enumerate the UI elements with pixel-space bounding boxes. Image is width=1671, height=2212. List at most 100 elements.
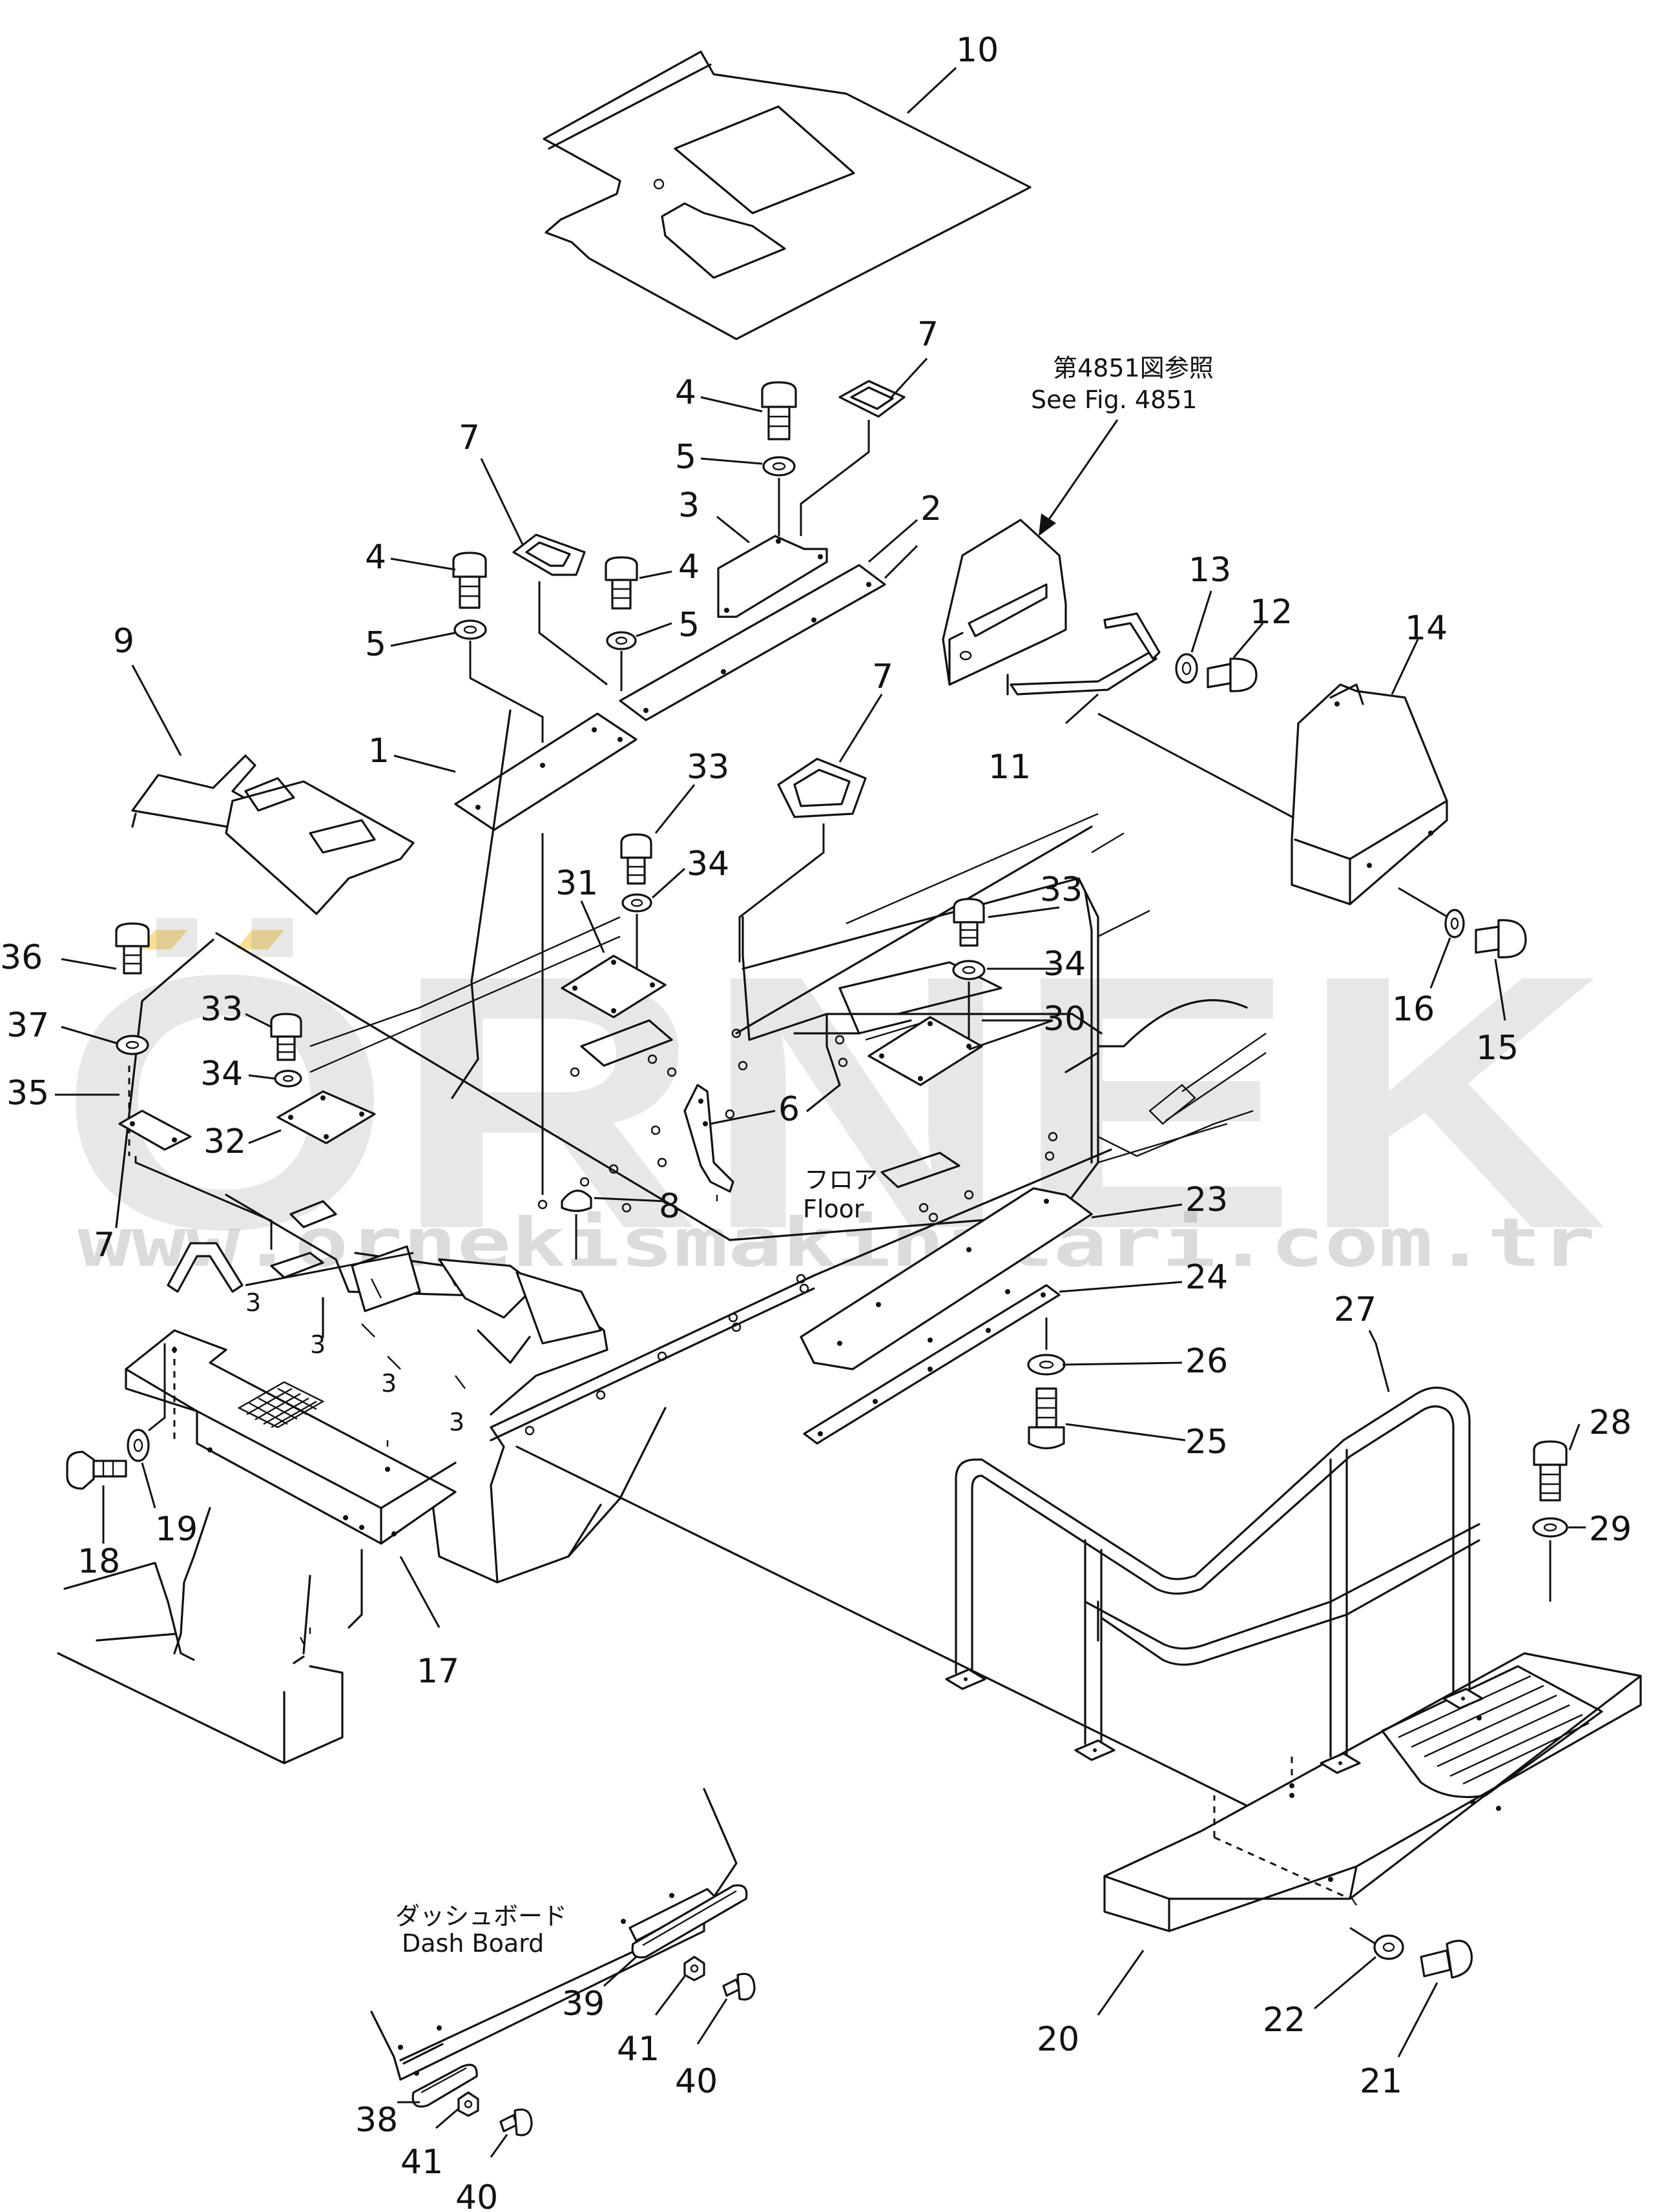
bolt-18 <box>66 1451 127 1490</box>
see-fig-arrowhead <box>1039 513 1056 536</box>
dash-note-en: Dash Board <box>402 1929 544 1958</box>
bolt-4-top <box>761 381 797 440</box>
callout-7-top: 7 <box>917 315 939 354</box>
part-35-plate <box>118 1110 273 1250</box>
washer-34-left <box>274 1070 302 1088</box>
callout-15: 15 <box>1476 1029 1519 1068</box>
mark-3d: 3 <box>449 1408 464 1436</box>
washer-34-right <box>952 960 986 980</box>
bolt-12 <box>1207 657 1258 692</box>
callout-leaders <box>55 67 1586 2158</box>
callout-5-left: 5 <box>365 625 386 664</box>
callout-18: 18 <box>78 1542 120 1581</box>
callout-40-upper: 40 <box>675 2062 718 2101</box>
washer-19 <box>127 1429 150 1462</box>
callout-33-upper: 33 <box>687 748 729 787</box>
part-39-reflector <box>631 1884 748 1959</box>
callout-34-left: 34 <box>200 1055 243 1093</box>
part-31-cover-plate <box>561 955 667 1018</box>
part-6-bracket <box>683 1084 734 1201</box>
callout-41-upper: 41 <box>617 2030 659 2069</box>
part-7-gasket-bottom <box>167 1242 414 1293</box>
bolt-15 <box>1475 919 1527 958</box>
nut-41-b <box>457 2091 479 2117</box>
part-30-cover-plate <box>867 1016 983 1086</box>
callout-33-left: 33 <box>200 990 243 1029</box>
callout-22: 22 <box>1263 2001 1305 2040</box>
callout-41-lower: 41 <box>400 2143 443 2182</box>
bolt-33-left <box>270 1013 302 1061</box>
callout-36: 36 <box>0 938 43 977</box>
callout-3: 3 <box>678 486 700 525</box>
step-mesh <box>237 1381 325 1429</box>
callout-13: 13 <box>1188 551 1231 590</box>
callout-29: 29 <box>1589 1510 1632 1549</box>
dash-note-jp: ダッシュボード <box>395 1902 567 1930</box>
mark-3a: 3 <box>245 1288 261 1317</box>
callout-37: 37 <box>6 1006 49 1045</box>
part-8-plug <box>561 1190 592 1259</box>
part-10-floor-mat <box>543 50 1032 340</box>
see-fig-en: See Fig. 4851 <box>1031 386 1198 414</box>
callout-40-lower: 40 <box>455 2178 498 2212</box>
callout-4-left: 4 <box>365 538 386 577</box>
callout-7-bottom: 7 <box>94 1226 115 1265</box>
floor-note-en: Floor <box>803 1195 864 1223</box>
callout-34-upper: 34 <box>687 845 729 884</box>
bolt-36 <box>115 922 150 975</box>
part-32-cover-plate <box>276 1090 376 1144</box>
part-20-step <box>1103 1652 1642 1932</box>
bolt-25 <box>1028 1387 1065 1450</box>
washer-37 <box>116 1035 149 1055</box>
washer-5-top <box>762 456 796 477</box>
watermark-accent-left <box>139 930 187 949</box>
see-fig-note: 第4851図参照 See Fig. 4851 <box>1031 354 1214 536</box>
floor-note-jp: フロア <box>804 1166 878 1194</box>
part-7-gasket-middle <box>512 533 608 686</box>
callout-1: 1 <box>368 732 389 770</box>
washer-13 <box>1175 653 1198 684</box>
bolt-33-upper <box>620 833 652 885</box>
callout-25: 25 <box>1185 1423 1228 1462</box>
callout-4-top: 4 <box>675 373 696 412</box>
part-7-gasket-top <box>800 380 906 536</box>
callout-11: 11 <box>988 748 1031 787</box>
callout-14: 14 <box>1405 609 1448 648</box>
bolt-4-left <box>452 552 487 609</box>
floor-structure: 3 3 3 3 <box>115 709 1306 1835</box>
watermark: ÖRNEK www.ornekismakinalari.com.tr <box>58 900 1608 1304</box>
part-11-stay <box>1006 612 1299 822</box>
callout-10: 10 <box>956 31 999 70</box>
screw-40-b <box>499 2108 533 2136</box>
washer-5-left <box>453 619 487 640</box>
bolt-28 <box>1533 1440 1568 1502</box>
part-1-plate <box>454 712 638 1195</box>
callout-6: 6 <box>778 1090 800 1129</box>
callout-21: 21 <box>1360 2062 1402 2101</box>
callout-39: 39 <box>562 1985 605 2023</box>
part-17-step-box <box>57 1329 457 1764</box>
bolt-33-right <box>953 898 985 947</box>
screw-40-a <box>722 1972 756 2001</box>
callout-numbers: 10 7 4 5 3 2 7 4 4 5 5 9 1 7 33 34 31 33… <box>0 31 1632 2212</box>
part-3-bracket <box>717 535 828 618</box>
washer-29 <box>1532 1517 1568 1538</box>
callout-4-middle: 4 <box>678 548 700 586</box>
callout-30: 30 <box>1043 1000 1086 1039</box>
callout-23: 23 <box>1185 1181 1228 1219</box>
callout-32: 32 <box>203 1122 246 1161</box>
callout-9: 9 <box>113 622 134 661</box>
callout-8: 8 <box>659 1187 680 1226</box>
part-9-duct <box>131 754 415 915</box>
washer-5-middle <box>606 631 637 650</box>
part-cover-fig4851 <box>942 519 1067 686</box>
part-14-cover-box <box>1291 683 1448 905</box>
callout-5-middle: 5 <box>678 606 700 645</box>
nut-41-a <box>683 1956 705 1981</box>
callout-31: 31 <box>555 864 598 903</box>
mark-3b: 3 <box>310 1330 326 1359</box>
callout-7-middle: 7 <box>459 419 480 457</box>
callout-2: 2 <box>920 490 942 528</box>
